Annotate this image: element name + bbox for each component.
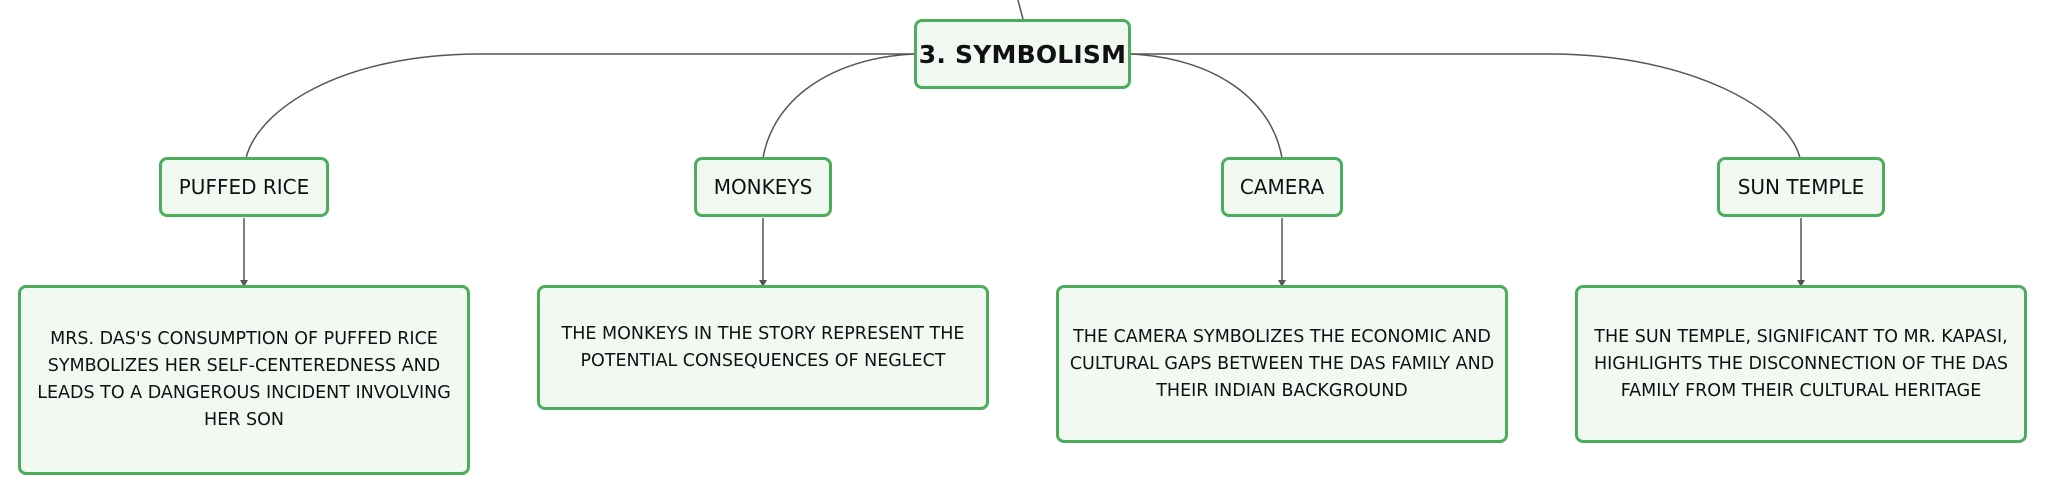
arrowhead <box>240 280 248 287</box>
topic-label: CAMERA <box>1239 175 1325 199</box>
topic-node-puffed-rice[interactable]: PUFFED RICE <box>159 157 329 217</box>
topic-label: MONKEYS <box>713 175 813 199</box>
topic-node-camera[interactable]: CAMERA <box>1221 157 1343 217</box>
detail-node-monkeys[interactable]: THE MONKEYS IN THE STORY REPRESENT THE P… <box>537 285 989 410</box>
connector-root-monkeys <box>762 53 915 159</box>
topic-node-sun-temple[interactable]: SUN TEMPLE <box>1717 157 1885 217</box>
root-label: 3. SYMBOLISM <box>918 39 1127 69</box>
arrowhead <box>1278 280 1286 287</box>
detail-node-puffed-rice[interactable]: MRS. DAS'S CONSUMPTION OF PUFFED RICE SY… <box>18 285 470 475</box>
topic-label: SUN TEMPLE <box>1737 175 1865 199</box>
detail-node-camera[interactable]: THE CAMERA SYMBOLIZES THE ECONOMIC AND C… <box>1056 285 1508 443</box>
topic-label: PUFFED RICE <box>178 175 310 199</box>
arrowhead <box>1797 280 1805 287</box>
connector-root-camera <box>1130 53 1283 159</box>
root-node[interactable]: 3. SYMBOLISM <box>914 19 1131 89</box>
arrowhead <box>759 280 767 287</box>
connector-root-puffed-rice <box>245 53 914 159</box>
connector-root-sun-temple <box>1131 53 1801 159</box>
detail-node-sun-temple[interactable]: THE SUN TEMPLE, SIGNIFICANT TO MR. KAPAS… <box>1575 285 2027 443</box>
detail-text: THE SUN TEMPLE, SIGNIFICANT TO MR. KAPAS… <box>1593 326 2009 401</box>
topic-node-monkeys[interactable]: MONKEYS <box>694 157 832 217</box>
detail-text: THE MONKEYS IN THE STORY REPRESENT THE P… <box>561 323 965 371</box>
detail-text: THE CAMERA SYMBOLIZES THE ECONOMIC AND C… <box>1069 326 1495 401</box>
detail-text: MRS. DAS'S CONSUMPTION OF PUFFED RICE SY… <box>37 329 451 430</box>
parent-connector <box>1017 0 1024 20</box>
